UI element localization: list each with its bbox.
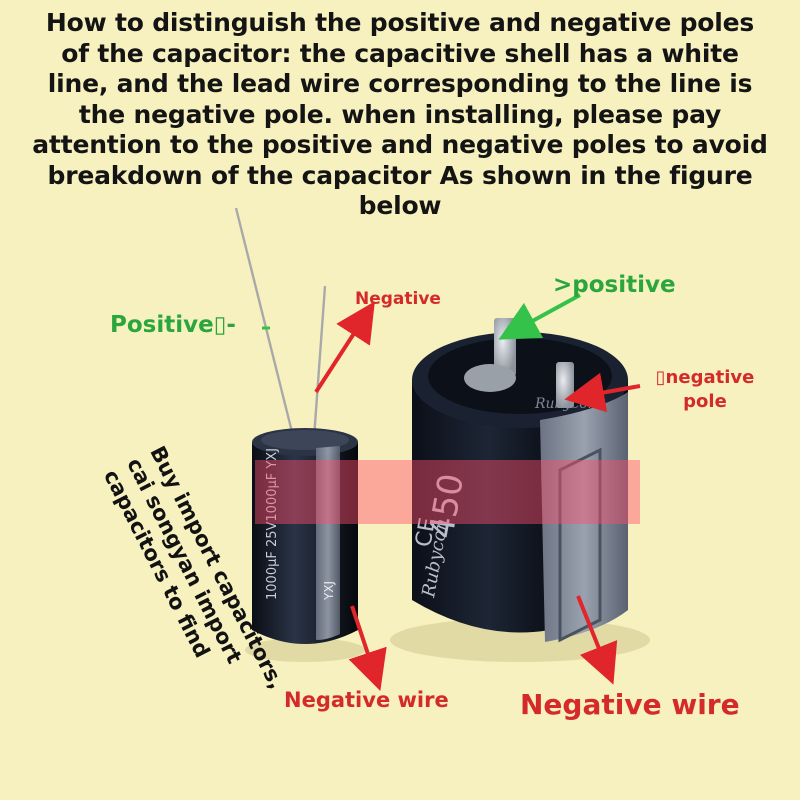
negative-wire-arrow-big xyxy=(576,595,618,685)
positive-label-right: >positive xyxy=(553,272,676,298)
negative-pole-label-line2: pole xyxy=(683,391,727,412)
instruction-line: below xyxy=(358,191,442,220)
negative-pole-arrow xyxy=(564,372,641,413)
negative-terminal xyxy=(556,362,574,408)
positive-terminal-base xyxy=(464,364,516,392)
instruction-line: of the capacitor: the capacitive shell h… xyxy=(61,38,739,68)
positive-arrow-right xyxy=(498,293,581,340)
negative-wire-label-big: Negative wire xyxy=(520,688,740,721)
positive-label-left: Positive▯- xyxy=(110,312,236,338)
negative-wire-arrow-small xyxy=(348,605,387,691)
large-capacitor-rating-a: CE xyxy=(411,516,441,549)
negative-wire-label-small: Negative wire xyxy=(284,688,449,712)
negative-arrow-top xyxy=(314,301,375,394)
instruction-line: attention to the positive and negative p… xyxy=(32,130,768,159)
small-capacitor-short-lead xyxy=(312,285,327,439)
instruction-line: How to distinguish the positive and nega… xyxy=(45,8,755,37)
small-capacitor: 1000µF 25V1000µF YXJ YXJ xyxy=(252,428,358,644)
highlight-band xyxy=(255,460,640,524)
small-capacitor-long-lead xyxy=(234,207,296,441)
small-capacitor-stripe-marking: YXJ xyxy=(322,581,336,601)
instruction-line: breakdown of the capacitor As shown in t… xyxy=(47,160,753,190)
small-capacitor-shadow xyxy=(245,638,365,662)
negative-label-top: Negative xyxy=(355,289,441,309)
instruction-text: How to distinguish the positive and nega… xyxy=(18,8,782,222)
small-capacitor-marking: 1000µF 25V1000µF YXJ xyxy=(265,448,280,600)
instruction-line: the negative pole. when installing, plea… xyxy=(78,99,722,129)
negative-pole-label: ▯negative pole xyxy=(640,366,770,414)
instruction-line: line, and the lead wire corresponding to… xyxy=(47,69,753,98)
negative-pole-label-line1: ▯negative xyxy=(655,367,755,388)
